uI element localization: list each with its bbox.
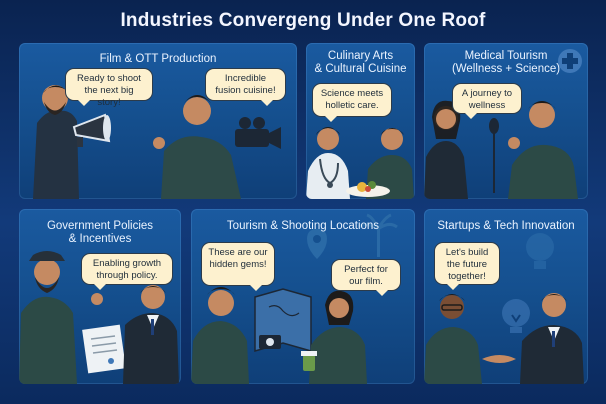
panel-title: Film & OTT Production: [99, 53, 217, 65]
panel-culinary-arts: Culinary Arts & Cultural Cuisine Science…: [306, 43, 415, 199]
right-man-figure: [153, 95, 241, 199]
government-illustration: [19, 251, 179, 384]
speech-bubble: Perfect for our film.: [331, 259, 401, 296]
startups-illustration: [424, 233, 584, 384]
video-camera-icon: [235, 117, 281, 149]
panel-title-line2: (Wellness + Science): [451, 63, 561, 75]
map-pin-icon: [307, 229, 327, 259]
left-man-figure: [33, 85, 79, 199]
man-figure: [508, 101, 578, 199]
palm-tree-icon: [358, 213, 398, 257]
page-title: Industries Convergeng Under One Roof: [120, 10, 486, 31]
plate-icon: [346, 181, 390, 197]
microphone-icon: [489, 118, 499, 193]
panel-title: Government Policies & Incentives: [19, 220, 181, 246]
left-traveler-figure: [191, 287, 249, 384]
film-ott-illustration: [33, 85, 281, 199]
panel-startups-tech: Startups & Tech Innovation Let's build t…: [424, 209, 588, 384]
panel-title-line2: & Cultural Cuisine: [314, 63, 407, 75]
panel-title: Tourism & Shooting Locations: [226, 220, 380, 232]
camera-icon: [259, 335, 281, 349]
megaphone-icon: [72, 113, 111, 147]
panel-title-line2: & Incentives: [68, 233, 132, 245]
culinary-illustration: [306, 127, 414, 199]
lightbulb-icon: [502, 299, 530, 333]
bearded-man-figure: [19, 251, 103, 384]
lightbulb-icon: [526, 233, 554, 269]
speech-bubble: A journey to wellness: [452, 83, 522, 119]
panel-title: Startups & Tech Innovation: [437, 220, 575, 232]
panel-title: Culinary Arts & Cultural Cuisine: [306, 50, 415, 76]
panel-title: Medical Tourism (Wellness + Science): [424, 50, 588, 76]
speech-bubble: Enabling growth through policy.: [81, 253, 173, 290]
panel-title-line1: Government Policies: [46, 220, 154, 232]
right-traveler-figure: [309, 290, 367, 384]
official-figure: [123, 285, 179, 384]
doctor-figure: [306, 127, 350, 199]
tourism-illustration: [191, 213, 398, 384]
cup-icon: [301, 351, 317, 371]
speech-bubble: Let's build the future together!: [434, 242, 500, 290]
panel-government-policies: Government Policies & Incentives Enablin…: [19, 209, 181, 384]
panel-medical-tourism: Medical Tourism (Wellness + Science) A j…: [424, 43, 588, 199]
panel-title-line1: Culinary Arts: [327, 50, 394, 62]
document-icon: [82, 324, 126, 374]
left-entrepreneur-figure: [424, 294, 482, 384]
medical-cross-icon: [558, 49, 582, 73]
panel-title-line1: Medical Tourism: [464, 50, 548, 62]
handshake: [482, 355, 516, 363]
stethoscope-icon: [319, 158, 339, 188]
right-businessman-figure: [520, 293, 584, 384]
medical-tourism-illustration: [424, 49, 582, 199]
speech-bubble: Ready to shoot the next big story!: [65, 68, 153, 108]
speech-bubble: Science meets holletic care.: [312, 83, 392, 122]
speech-bubble: Incredible fusion cuisine!: [205, 68, 286, 106]
woman-figure: [424, 100, 468, 199]
panel-film-ott: Film & OTT Production Ready to shoot the…: [19, 43, 297, 199]
speech-bubble: These are our hidden gems!: [201, 242, 275, 291]
panel-tourism-locations: Tourism & Shooting Locations These are o…: [191, 209, 415, 384]
